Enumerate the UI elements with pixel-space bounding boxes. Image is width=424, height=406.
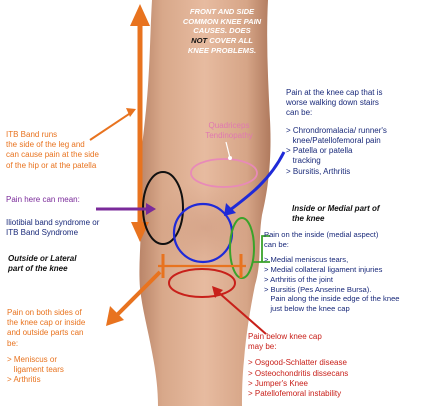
list-item: knee/Patellofemoral pain	[286, 135, 381, 145]
header-text: FRONT AND SIDE COMMON KNEE PAIN CAUSES. …	[172, 7, 272, 56]
list-item: > Chrondromalacia/ runner's	[286, 125, 387, 135]
below-kneecap-circle	[168, 268, 236, 298]
header-line: COMMON KNEE PAIN	[182, 16, 262, 26]
list-item: > Patellofemoral instability	[248, 389, 342, 399]
kneecap-pain-list: > Chrondromalacia/ runner's knee/Patello…	[286, 126, 424, 177]
itb-syndrome-text: Iliotibial band syndrome or ITB Band Syn…	[6, 218, 100, 238]
list-item: just below the knee cap	[264, 304, 350, 314]
inside-pain-list: > Medial meniscus tears, > Medial collat…	[264, 255, 424, 313]
list-item: > Patella or patella	[286, 146, 353, 156]
header-not-word: NOT	[191, 36, 208, 46]
itb-pointer-arrow	[89, 111, 133, 141]
list-item: > Arthritis	[7, 375, 41, 385]
list-item: > Osteochondritis dissecans	[248, 368, 349, 378]
quadriceps-text: Quadriceps Tendinopathy	[205, 121, 253, 141]
itb-arrowhead-bottom	[131, 222, 149, 242]
outside-lateral-text: Outside or Lateral part of the knee	[8, 254, 77, 274]
list-item: > Bursitis (Pes Anserine Bursa).	[264, 284, 372, 294]
list-item: > Meniscus or	[7, 354, 58, 364]
header-line: FRONT AND SIDE	[189, 7, 255, 16]
list-item: > Medial meniscus tears,	[264, 255, 349, 265]
both-sides-text: Pain on both sides of the knee cap or in…	[7, 308, 107, 386]
kneecap-arrow	[229, 151, 286, 212]
below-kneecap-text: Pain below knee cap may be: > Osgood-Sch…	[248, 332, 418, 399]
header-line: KNEE PROBLEMS.	[187, 45, 257, 55]
list-item: Pain along the inside edge of the knee	[264, 294, 400, 304]
header-line: NOT COVER ALL	[191, 36, 253, 46]
list-item: > Osgood-Schlatter disease	[248, 358, 347, 368]
pain-here-title: Pain here can mean:	[6, 195, 80, 204]
list-item: > Arthritis of the joint	[264, 274, 334, 284]
both-sides-list: > Meniscus or ligament tears > Arthritis	[7, 355, 107, 386]
below-kneecap-list: > Osgood-Schlatter disease > Osteochondr…	[248, 358, 418, 399]
itb-arrowhead-top	[130, 4, 150, 26]
both-sides-arrow	[114, 270, 162, 318]
inside-medial-text: Inside or Medial part of the knee	[292, 204, 380, 224]
itb-band-text: ITB Band runs the side of the leg and ca…	[6, 130, 99, 170]
list-item: > Jumper's Knee	[248, 378, 309, 388]
inside-pain-text: Pain on the inside (medial aspect) can b…	[264, 230, 424, 314]
quadriceps-circle	[190, 158, 258, 188]
list-item: tracking	[286, 156, 321, 166]
list-item: ligament tears	[7, 365, 64, 375]
below-kneecap-arrow	[217, 291, 267, 335]
header-line: CAUSES. DOES	[193, 26, 251, 36]
list-item: > Bursitis, Arthritis	[286, 166, 351, 176]
kneecap-pain-text: Pain at the knee cap that is worse walki…	[286, 88, 424, 177]
list-item: > Medial collateral ligament injuries	[264, 265, 383, 275]
